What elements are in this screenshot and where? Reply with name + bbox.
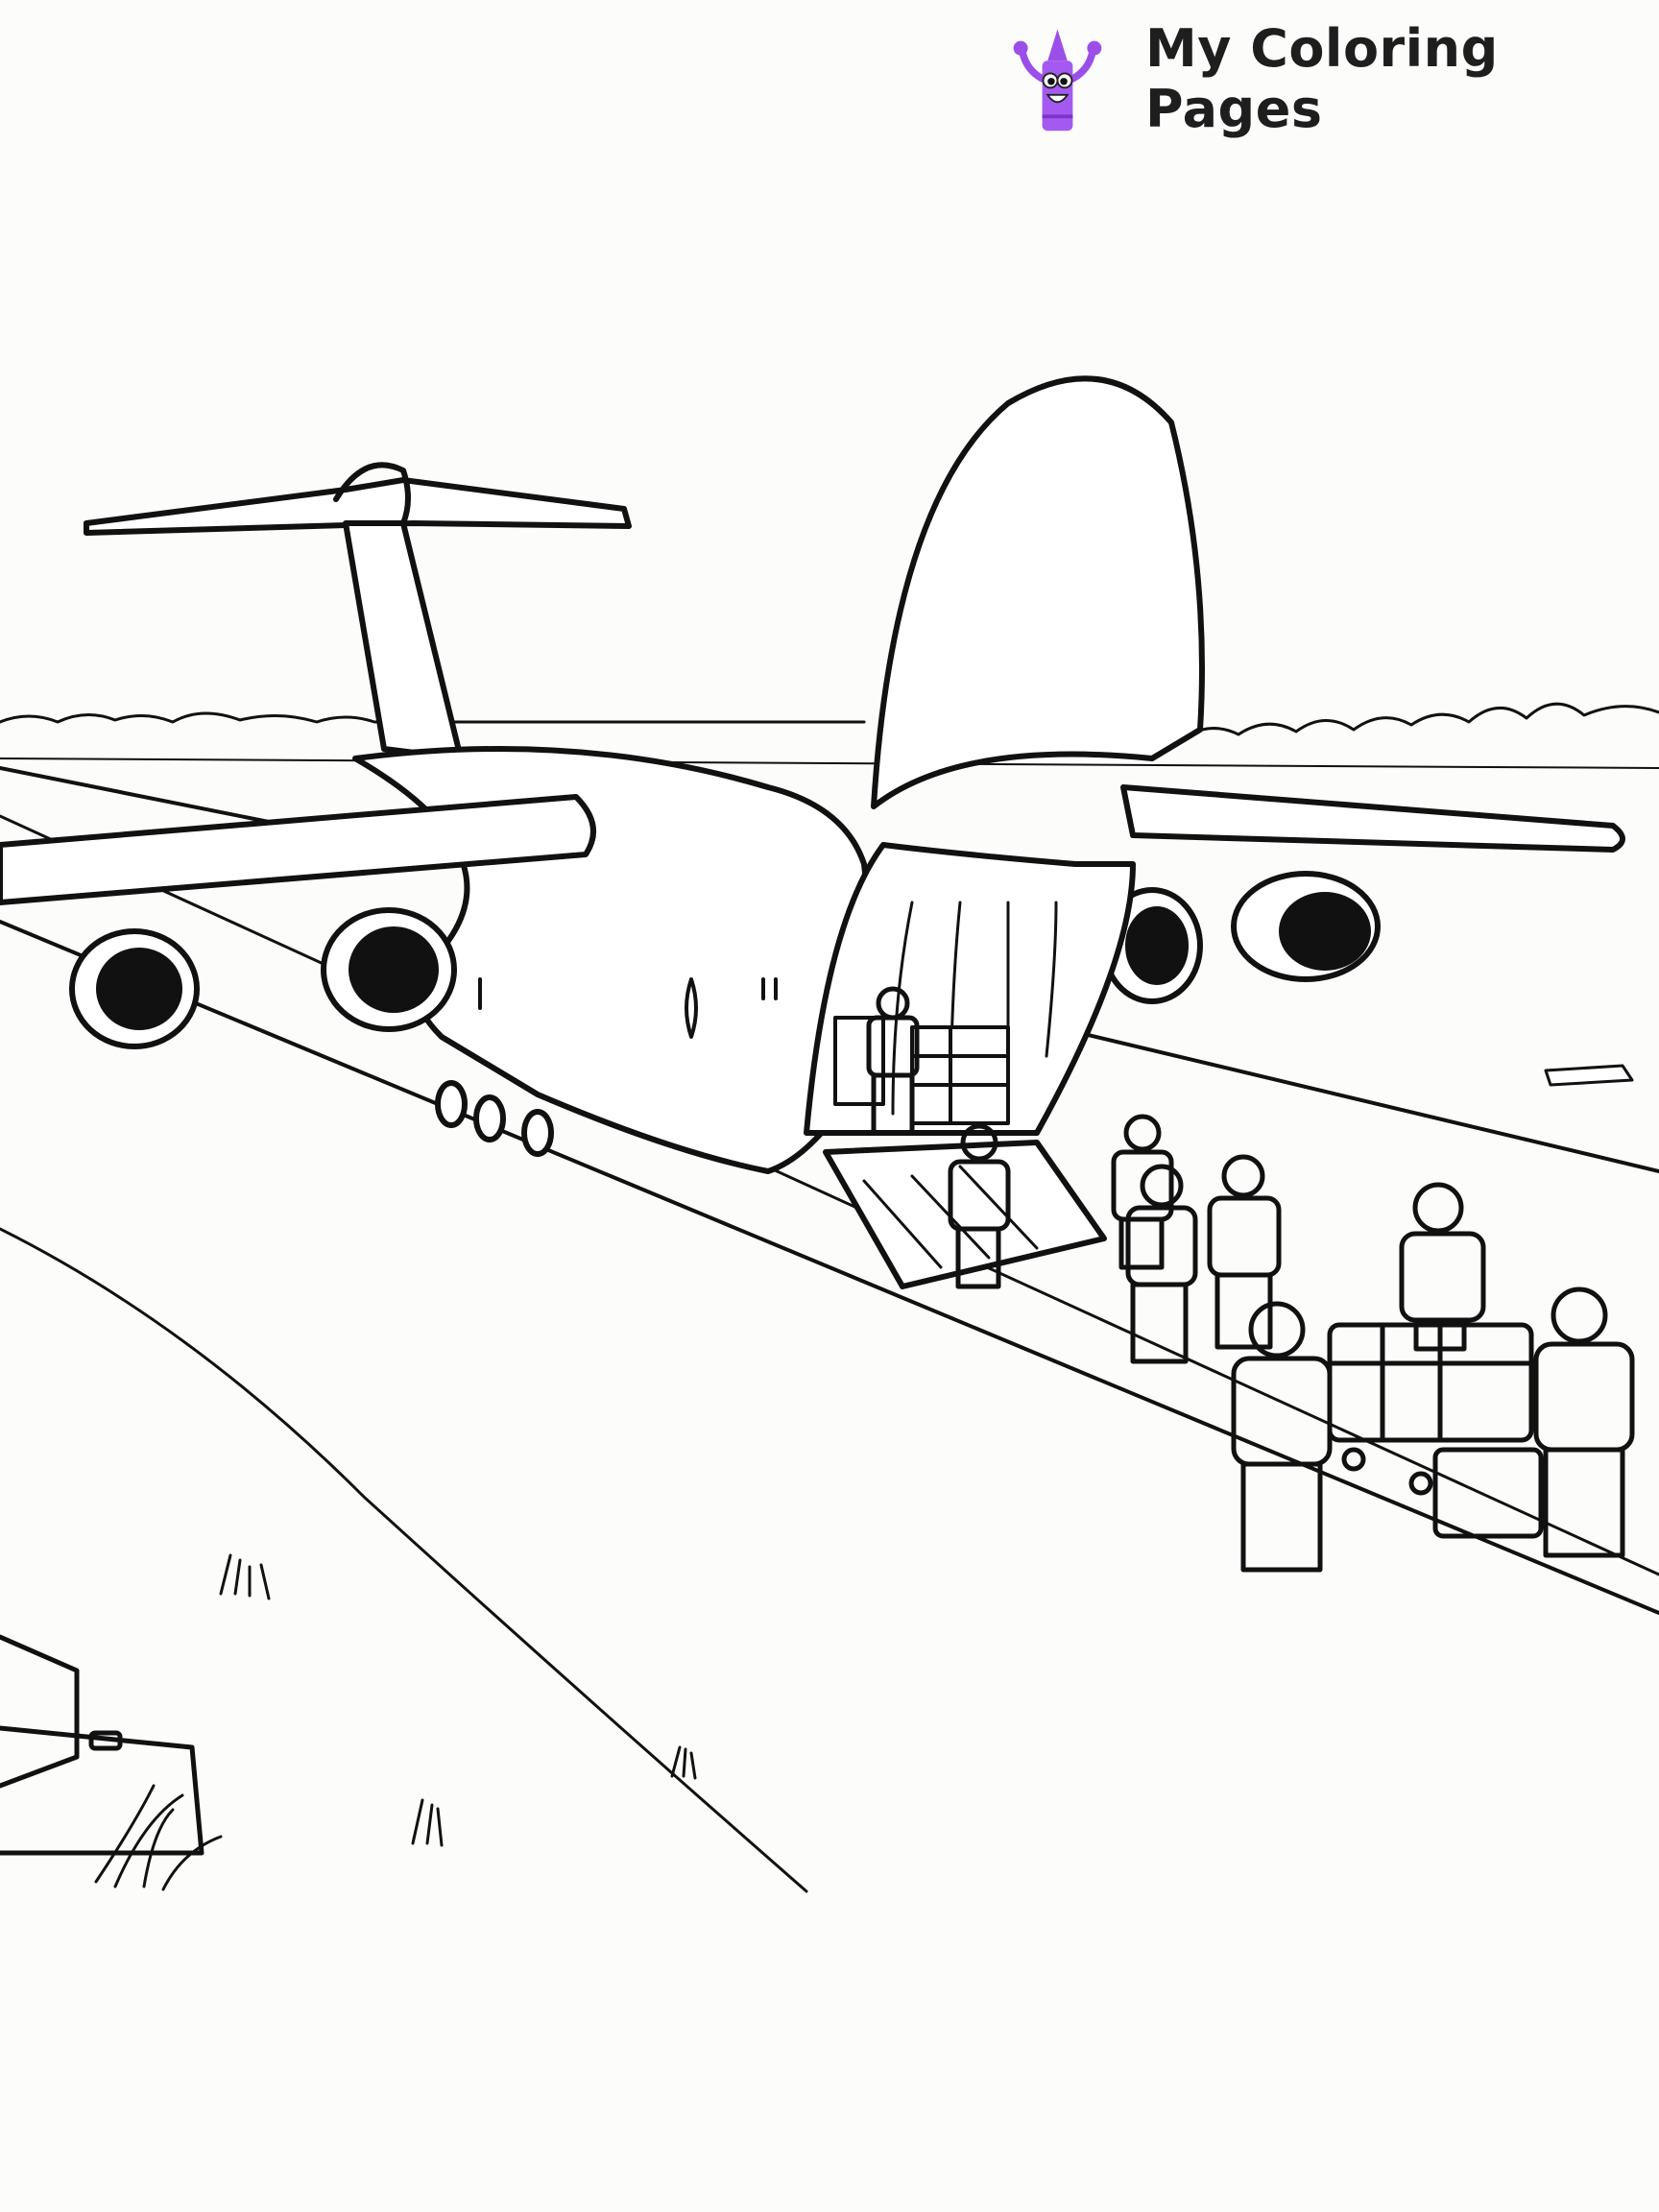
plane-left-engines (69, 907, 457, 1049)
cargo-ramp (823, 1140, 1107, 1289)
brand-title: My Coloring Pages (1144, 18, 1499, 139)
soldier-1 (866, 986, 920, 1136)
rocks (1544, 1064, 1634, 1087)
crates-inside (833, 1016, 1010, 1125)
purple-crayon-mascot-icon (1013, 29, 1102, 132)
cargo-bay (804, 842, 1136, 1136)
soldier-5 (1207, 1154, 1282, 1350)
plane-right-wing (1120, 784, 1625, 853)
site-brand[interactable]: My Coloring Pages (1008, 18, 1659, 139)
plane-right-engines (1101, 871, 1381, 1004)
soldier-7 (1231, 1301, 1333, 1573)
soldier-8 (1533, 1286, 1635, 1558)
soldiers (866, 986, 1635, 1573)
plane-left-wing (0, 794, 596, 905)
grass-embankment (0, 1227, 808, 1893)
soldier-4 (1125, 1164, 1198, 1364)
soldier-3 (1111, 1114, 1174, 1270)
plane-open-nose-door (871, 375, 1205, 809)
landing-gear (435, 1080, 554, 1157)
soldier-2 (948, 1123, 1011, 1289)
plane-tail (84, 462, 632, 761)
supply-cart (1327, 1322, 1544, 1539)
crate-bottom-left (0, 1634, 204, 1856)
treeline (0, 702, 1659, 769)
